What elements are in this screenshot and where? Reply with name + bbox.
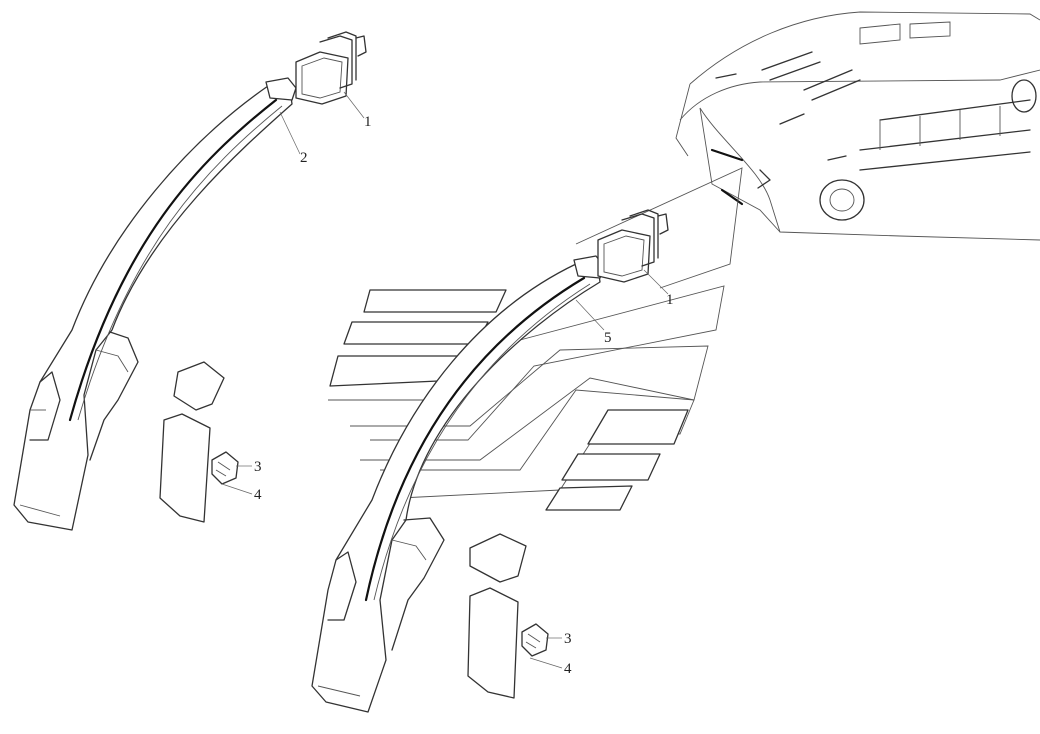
left-callout-part4: 4 <box>254 487 262 503</box>
left-trim-cover-large <box>159 413 211 523</box>
right-pillar-rail <box>364 276 586 602</box>
right-vent-grille <box>597 209 669 283</box>
left-callout-part3: 3 <box>254 459 262 475</box>
stripe-graphic <box>328 285 725 511</box>
left-clip <box>211 451 239 485</box>
left-callout-part2: 2 <box>300 150 308 166</box>
left-pillar-trim <box>13 85 293 531</box>
left-trim-cover-small <box>173 361 225 411</box>
left-assembly: 1 2 3 4 <box>13 31 372 531</box>
right-callout-part5: 5 <box>604 330 612 346</box>
left-tab <box>265 77 297 101</box>
right-trim-cover-small <box>469 533 527 583</box>
vehicle-front-view <box>675 11 1040 241</box>
right-callout-part3: 3 <box>564 631 572 647</box>
right-callout-part4: 4 <box>564 661 572 677</box>
right-clip <box>521 623 549 657</box>
right-pillar-trim <box>311 263 601 713</box>
right-callout-part1: 1 <box>666 292 674 308</box>
left-pillar-rail <box>68 98 278 422</box>
right-trim-cover-large <box>467 587 519 699</box>
right-assembly: 1 5 3 4 <box>311 167 743 713</box>
left-vent-grille <box>295 31 367 105</box>
left-callout-part1: 1 <box>364 114 372 130</box>
